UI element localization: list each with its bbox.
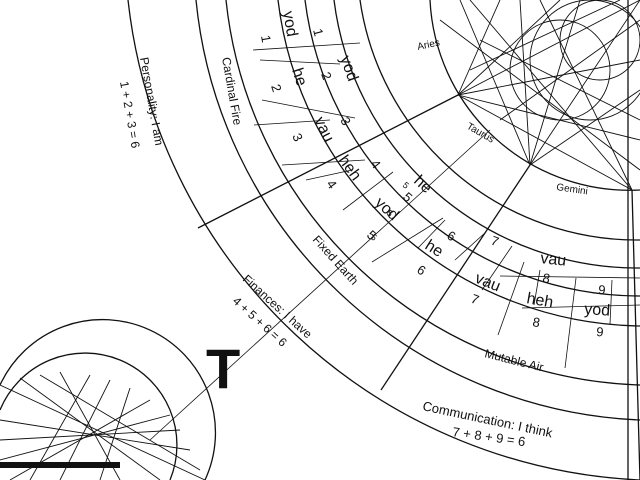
cell-number: 8 bbox=[541, 270, 551, 286]
cell-letter: he bbox=[422, 237, 446, 261]
sign-gemini: Gemini bbox=[556, 182, 589, 197]
t-glyph: T bbox=[206, 337, 240, 400]
cell-number: 9 bbox=[598, 282, 606, 297]
cell-number: 1 bbox=[310, 27, 326, 38]
cell-letter: vau bbox=[540, 250, 567, 270]
cell-letter: heh bbox=[335, 152, 364, 184]
cell-letter: he bbox=[288, 66, 310, 88]
cell-number: 2 bbox=[318, 70, 335, 82]
sign-taurus: Taurus bbox=[465, 121, 496, 146]
section-mutable-air: Mutable Air bbox=[483, 346, 545, 374]
sign-aries: Aries bbox=[416, 37, 441, 52]
bottom-bar bbox=[0, 462, 120, 468]
axis-number: 5 bbox=[385, 208, 395, 219]
cell-letter: yod bbox=[584, 301, 611, 320]
cell-number: 3 bbox=[337, 114, 354, 127]
section-fixed-earth: Fixed Earth bbox=[310, 233, 361, 288]
house-personality-sum: 1 + 2 + 3 = 6 bbox=[117, 80, 143, 149]
cell-letter: vau bbox=[310, 114, 337, 145]
cell-number: 1 bbox=[258, 34, 274, 44]
cell-grid bbox=[252, 42, 640, 369]
cell-number: 7 bbox=[469, 291, 481, 308]
axis-number: 5 bbox=[401, 180, 411, 191]
geometric-web-bottom bbox=[0, 318, 217, 480]
cell-letter: yod bbox=[371, 194, 402, 224]
cell-number: 3 bbox=[289, 131, 306, 144]
concentric-arcs bbox=[127, 0, 640, 480]
cell-number: 7 bbox=[489, 233, 501, 250]
house-personality-label: Personality: I am bbox=[137, 56, 166, 146]
cell-number: 8 bbox=[531, 314, 541, 330]
cell-number: 6 bbox=[414, 262, 428, 279]
diagonal-axis bbox=[149, 129, 491, 441]
axis-number: 5 bbox=[369, 232, 379, 243]
cell-letter: yod bbox=[336, 54, 361, 84]
geometric-web-top bbox=[429, 0, 640, 191]
cell-number: 9 bbox=[596, 324, 604, 339]
cell-number: 4 bbox=[324, 177, 340, 192]
cell-number: 2 bbox=[268, 82, 285, 94]
section-dividers bbox=[197, 0, 640, 480]
cell-letter: yod bbox=[279, 10, 300, 38]
cell-letter: heh bbox=[525, 290, 554, 311]
